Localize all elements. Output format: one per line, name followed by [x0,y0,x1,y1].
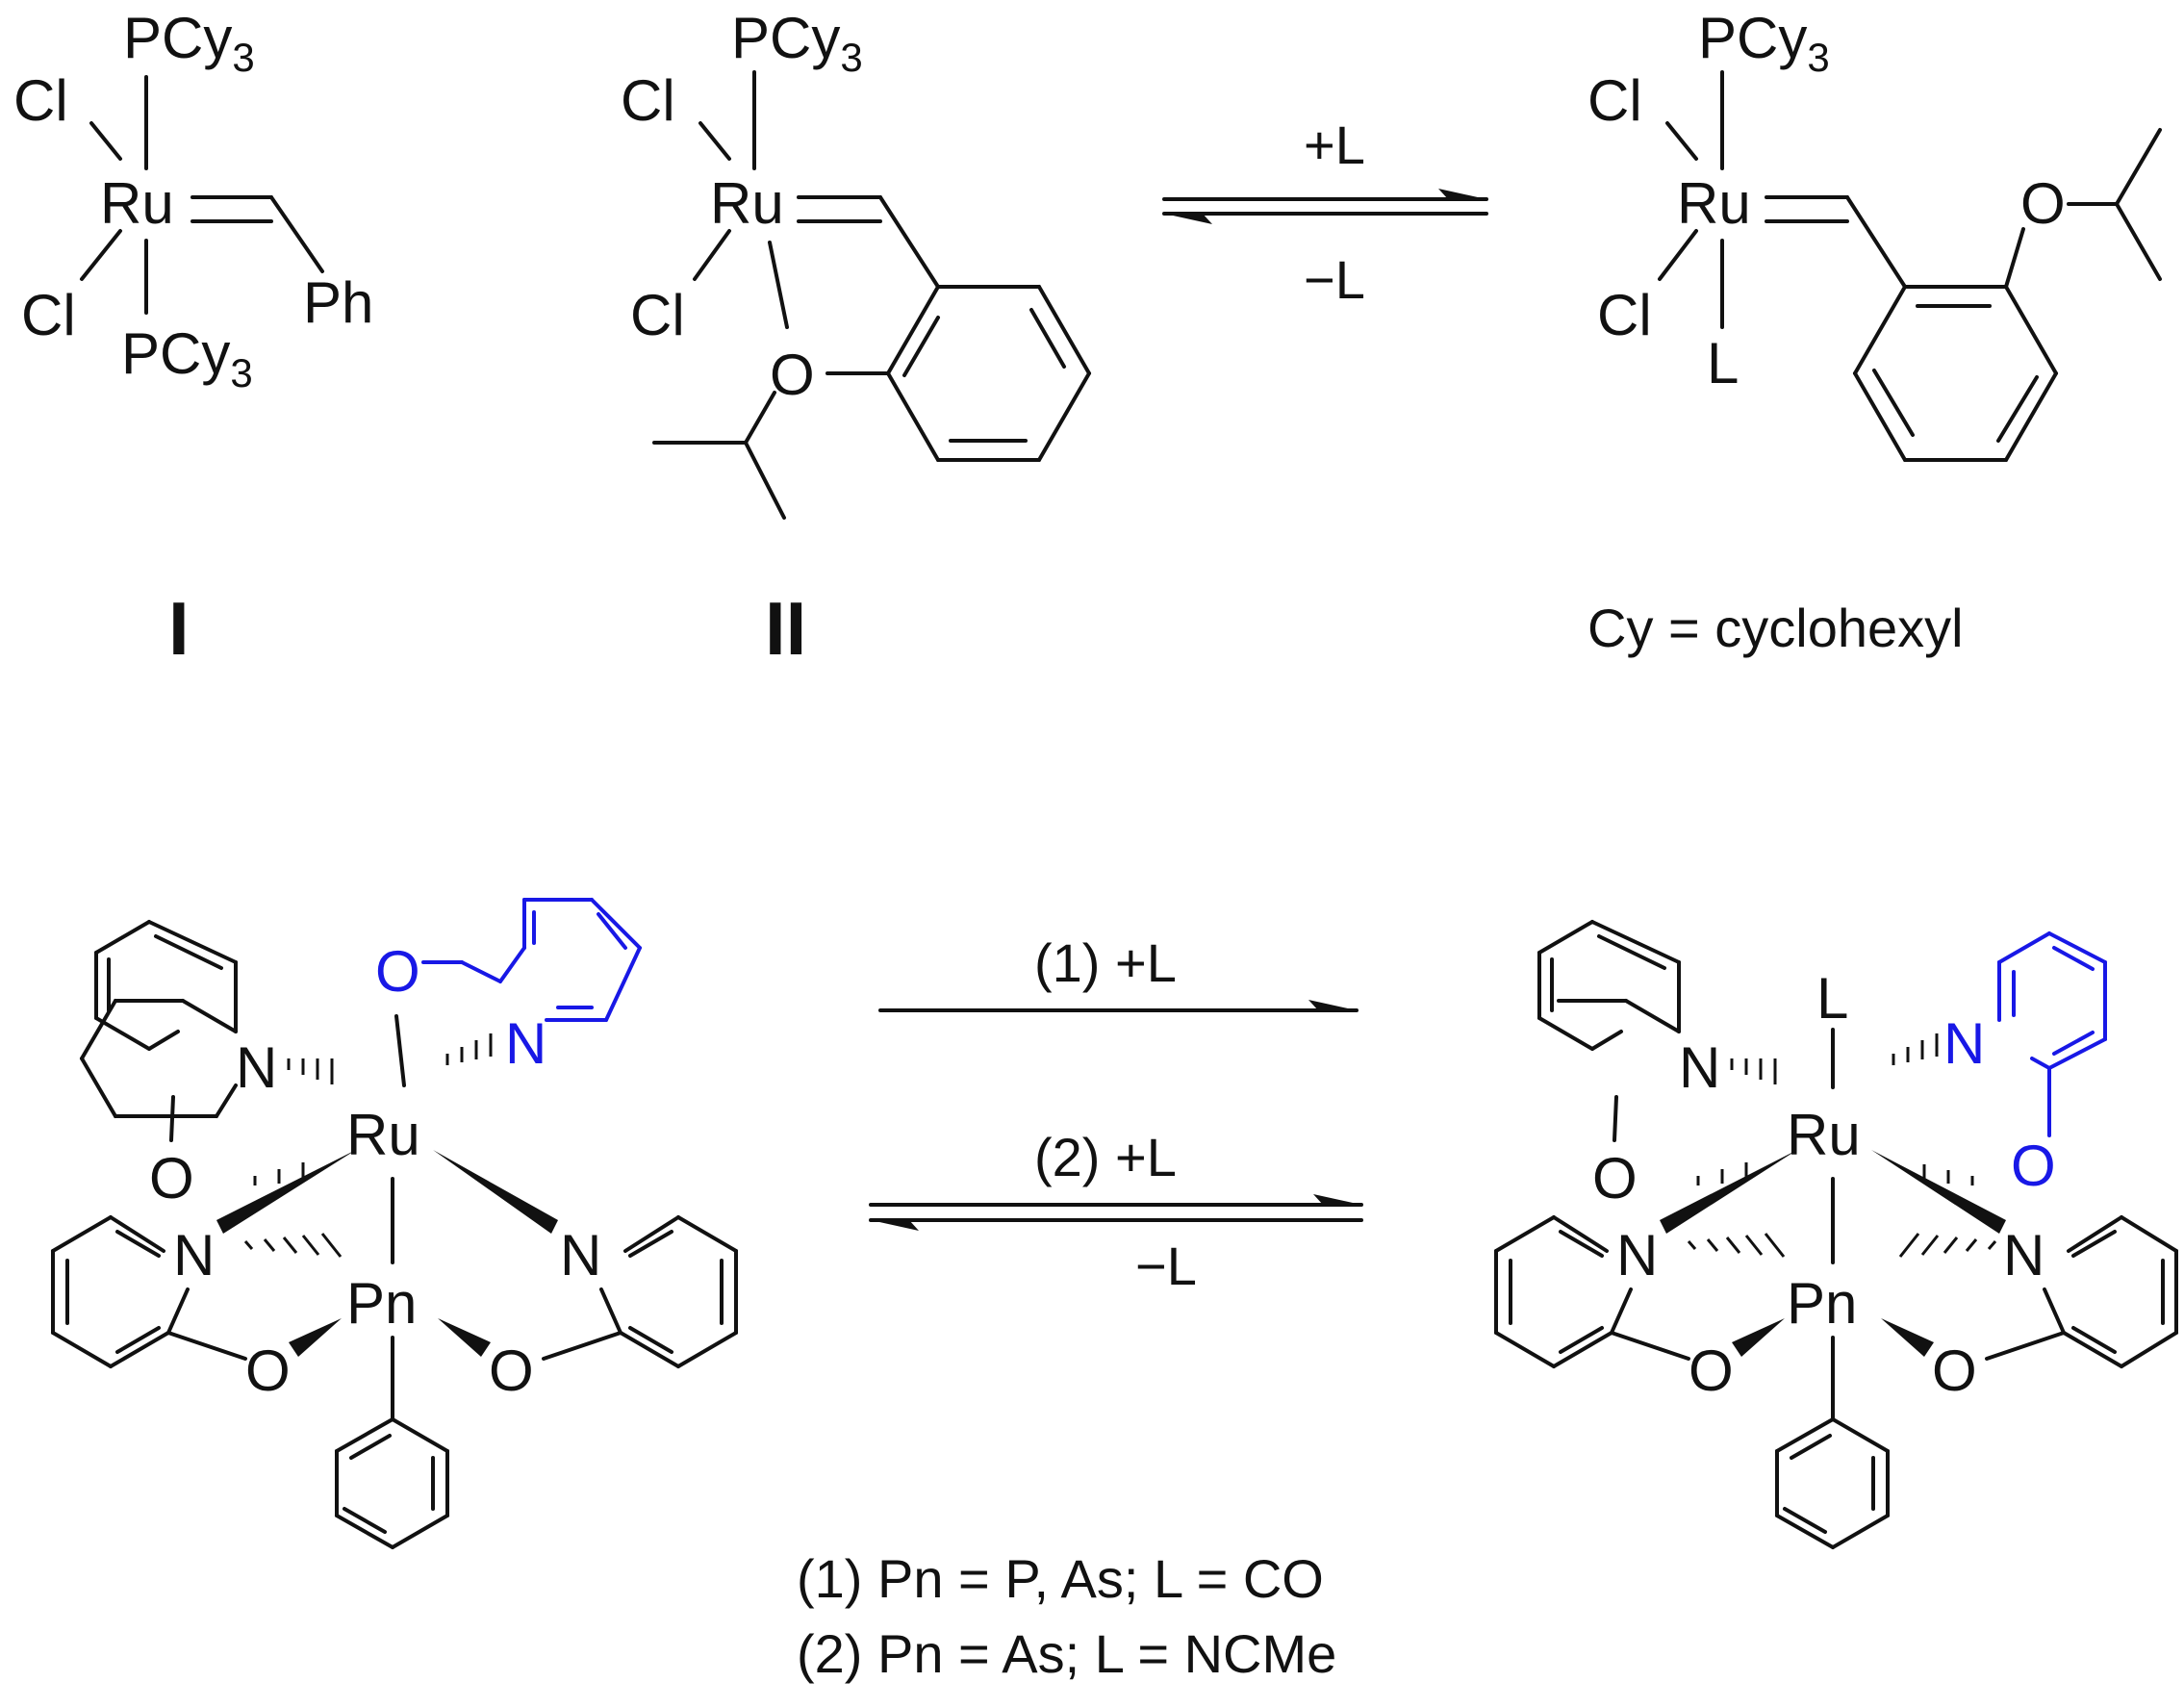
cyclohexyl-definition: Cy = cyclohexyl [1587,598,1964,658]
compound-II-label: II [765,586,806,671]
phosphine-label: PCy3 [1698,6,1830,80]
phosphine-label: PCy3 [121,321,253,395]
blue-nitrogen-label: N [505,1011,546,1076]
phenyl-label: Ph [303,270,373,335]
blue-nitrogen-label: N [1943,1011,1985,1076]
oxygen-label: O [489,1338,534,1403]
oxygen-label: O [770,343,815,407]
oxygen-label: O [1689,1338,1734,1403]
nitrogen-label: N [560,1223,601,1287]
oxygen-label: O [2020,171,2066,236]
compound-I: Cl PCy3 Ru Cl PCy3 Ph I [13,6,373,671]
pnictogen-label: Pn [1787,1271,1857,1336]
bottom-product: L Ru Pn N O N O N O N O [1494,920,2178,1549]
ligand-L-label: L [1816,966,1848,1031]
oxygen-label: O [1592,1146,1638,1211]
ruthenium-label: Ru [100,171,174,236]
equilibrium-arrow-top: +L −L [1162,115,1488,310]
chloride-label: Cl [1597,283,1652,347]
ruthenium-label: Ru [1677,171,1751,236]
chloride-label: Cl [21,283,76,347]
forward-condition: +L [1304,115,1365,175]
oxygen-label: O [1932,1338,1977,1403]
pnictogen-label: Pn [346,1271,417,1336]
blue-oxygen-label: O [2011,1134,2056,1198]
oxygen-label: O [149,1146,194,1211]
ruthenium-label: Ru [710,171,784,236]
phosphine-label: PCy3 [731,6,863,80]
nitrogen-label: N [1616,1223,1658,1287]
ruthenium-label: Ru [346,1103,420,1167]
nitrogen-label: N [1679,1035,1720,1100]
reverse-condition: −L [1304,249,1365,310]
chloride-label: Cl [13,68,68,133]
reaction-arrows-bottom: (1) +L (2) +L −L [869,932,1363,1296]
ligand-L-label: L [1707,331,1739,395]
condition-line-2: (2) Pn = As; L = NCMe [797,1623,1336,1684]
chloride-label: Cl [630,283,685,347]
chloride-label: Cl [1587,68,1642,133]
ruthenium-label: Ru [1787,1103,1861,1167]
arrow-1-condition: (1) +L [1034,932,1177,993]
top-product: Cl PCy3 Ru Cl L O [1587,6,2162,462]
condition-line-1: (1) Pn = P, As; L = CO [797,1548,1324,1609]
nitrogen-label: N [173,1223,215,1287]
chloride-label: Cl [621,68,675,133]
compound-II: Cl PCy3 Ru Cl O II [621,6,1091,671]
nitrogen-label: N [236,1035,277,1100]
arrow-2-reverse-condition: −L [1135,1236,1197,1296]
arrow-2-condition: (2) +L [1034,1127,1177,1187]
oxygen-label: O [245,1338,291,1403]
nitrogen-label: N [2003,1223,2044,1287]
phosphine-label: PCy3 [123,6,255,80]
blue-oxygen-label: O [375,939,420,1004]
bottom-reactant: Ru Pn O N N O N O N O [51,898,738,1549]
compound-I-label: I [168,586,190,671]
